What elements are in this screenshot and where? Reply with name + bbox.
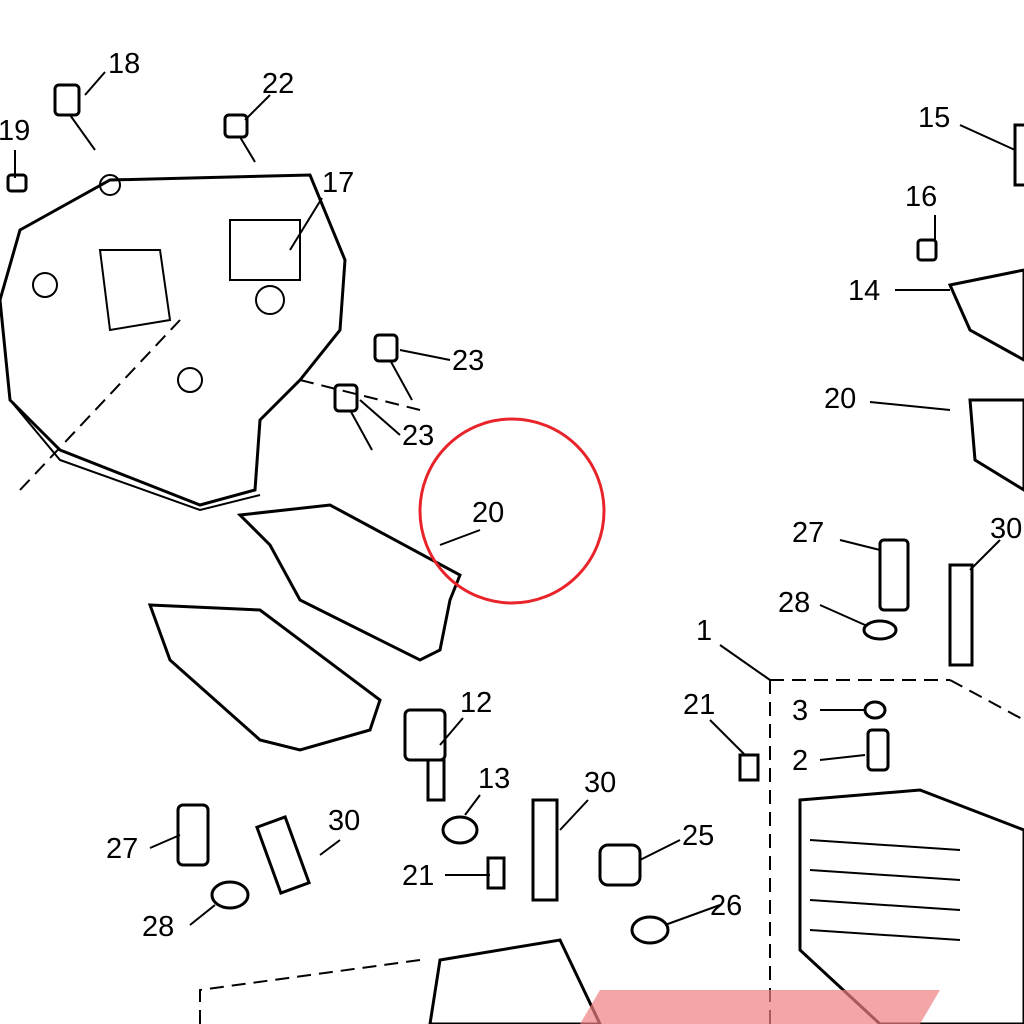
callout-30: 30 — [584, 767, 616, 799]
leader-lines — [14, 71, 1016, 926]
cylinder-head-1 — [428, 268, 1024, 1024]
head-cover-17 — [0, 173, 347, 512]
callout-16: 16 — [905, 181, 937, 213]
callout-28: 28 — [778, 587, 810, 619]
callout-30: 30 — [328, 805, 360, 837]
callout-1: 1 — [696, 615, 712, 647]
callout-30: 30 — [990, 513, 1022, 545]
callout-27: 27 — [106, 833, 138, 865]
callout-18: 18 — [108, 48, 140, 80]
callout-3: 3 — [792, 695, 808, 727]
gasket-20 — [147, 503, 462, 752]
callout-26: 26 — [710, 890, 742, 922]
callout-25: 25 — [682, 820, 714, 852]
callout-17: 17 — [322, 167, 354, 199]
assembly-dashes — [19, 319, 421, 1024]
bolts — [6, 83, 1024, 451]
callout-labels: 18 22 19 17 23 23 20 12 13 30 30 27 28 2… — [0, 48, 1022, 943]
highlight-circle — [418, 417, 606, 605]
callout-20: 20 — [472, 497, 504, 529]
assembly-box-1 — [769, 679, 1024, 1024]
lower-parts — [176, 538, 974, 945]
callout-21: 21 — [402, 860, 434, 892]
callout-28: 28 — [142, 911, 174, 943]
callout-20: 20 — [824, 383, 856, 415]
callout-19: 19 — [0, 115, 30, 147]
callout-22: 22 — [262, 68, 294, 100]
watermark-logo — [580, 990, 940, 1024]
callout-23: 23 — [402, 420, 434, 452]
callout-23: 23 — [452, 345, 484, 377]
callout-13: 13 — [478, 763, 510, 795]
callout-14: 14 — [848, 275, 880, 307]
callout-15: 15 — [918, 102, 950, 134]
callout-12: 12 — [460, 687, 492, 719]
callout-2: 2 — [792, 745, 808, 777]
callout-27: 27 — [792, 517, 824, 549]
callout-21: 21 — [683, 689, 715, 721]
